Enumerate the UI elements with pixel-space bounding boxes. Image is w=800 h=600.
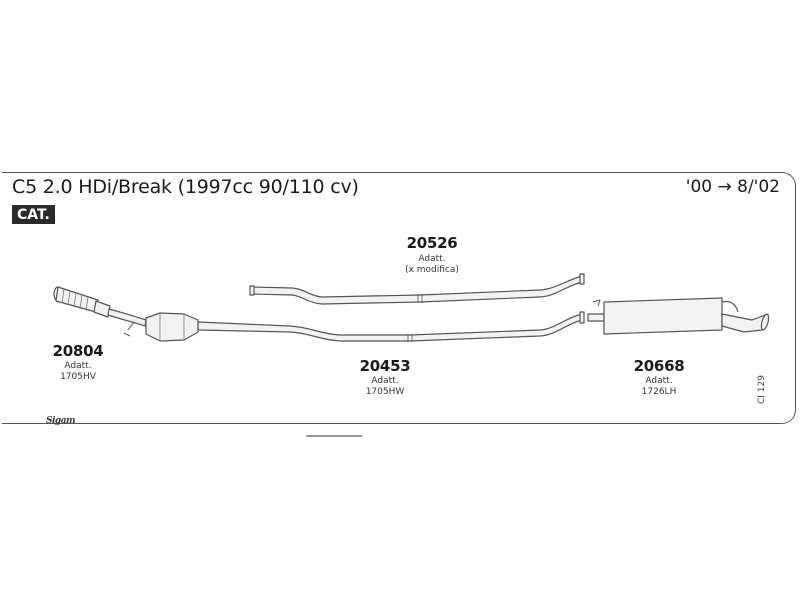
brand-logo: Sigam [46, 416, 76, 426]
bottom-mark [306, 435, 362, 437]
middle-pipe-20453[interactable] [197, 311, 585, 342]
part-number-20526[interactable]: 20526 [406, 234, 458, 252]
flex-collar [93, 300, 111, 318]
part-note-20668-a: Adatt. [645, 376, 673, 386]
panel-frame [2, 172, 796, 424]
part-note-20526-b: (x modifica) [405, 265, 459, 275]
silencer-box [603, 297, 723, 335]
catalog-panel: C5 2.0 HDi/Break (1997cc 90/110 cv) '00 … [0, 172, 800, 428]
flex-ribs [61, 288, 89, 312]
part-note-20453-b: 1705HW [365, 387, 405, 397]
tailpipe-tip [760, 313, 770, 331]
bracket [123, 321, 135, 337]
middle-pipe-body [197, 313, 583, 342]
adapter-pipe-body [251, 275, 583, 305]
hanger-rear [721, 300, 739, 313]
part-note-20668-b: 1726LH [641, 387, 677, 397]
adapter-pipe-20526[interactable] [249, 273, 585, 305]
part-note-20804-b: 1705HV [60, 372, 96, 382]
cat-body [145, 312, 199, 342]
part-note-20804-a: Adatt. [64, 361, 92, 371]
hanger-front [592, 299, 601, 307]
adapter-ends [249, 273, 585, 296]
adapter-joint [417, 294, 423, 303]
part-note-20453-a: Adatt. [371, 376, 399, 386]
middle-end [579, 311, 585, 324]
part-number-20453[interactable]: 20453 [359, 357, 411, 375]
part-number-20668[interactable]: 20668 [633, 357, 685, 375]
cat-seams [159, 313, 185, 341]
part-note-20526-a: Adatt. [418, 254, 446, 264]
model-title: C5 2.0 HDi/Break (1997cc 90/110 cv) [12, 176, 359, 198]
rear-silencer-20668[interactable] [587, 297, 770, 335]
middle-joint [407, 334, 413, 342]
cat-badge: CAT. [12, 205, 55, 224]
inlet-pipe [587, 313, 605, 322]
downpipe [107, 308, 147, 327]
catalytic-converter[interactable] [145, 312, 199, 342]
date-range: '00 → 8/'02 [685, 177, 780, 197]
part-number-20804[interactable]: 20804 [52, 342, 104, 360]
front-pipe-20804[interactable] [53, 286, 147, 337]
